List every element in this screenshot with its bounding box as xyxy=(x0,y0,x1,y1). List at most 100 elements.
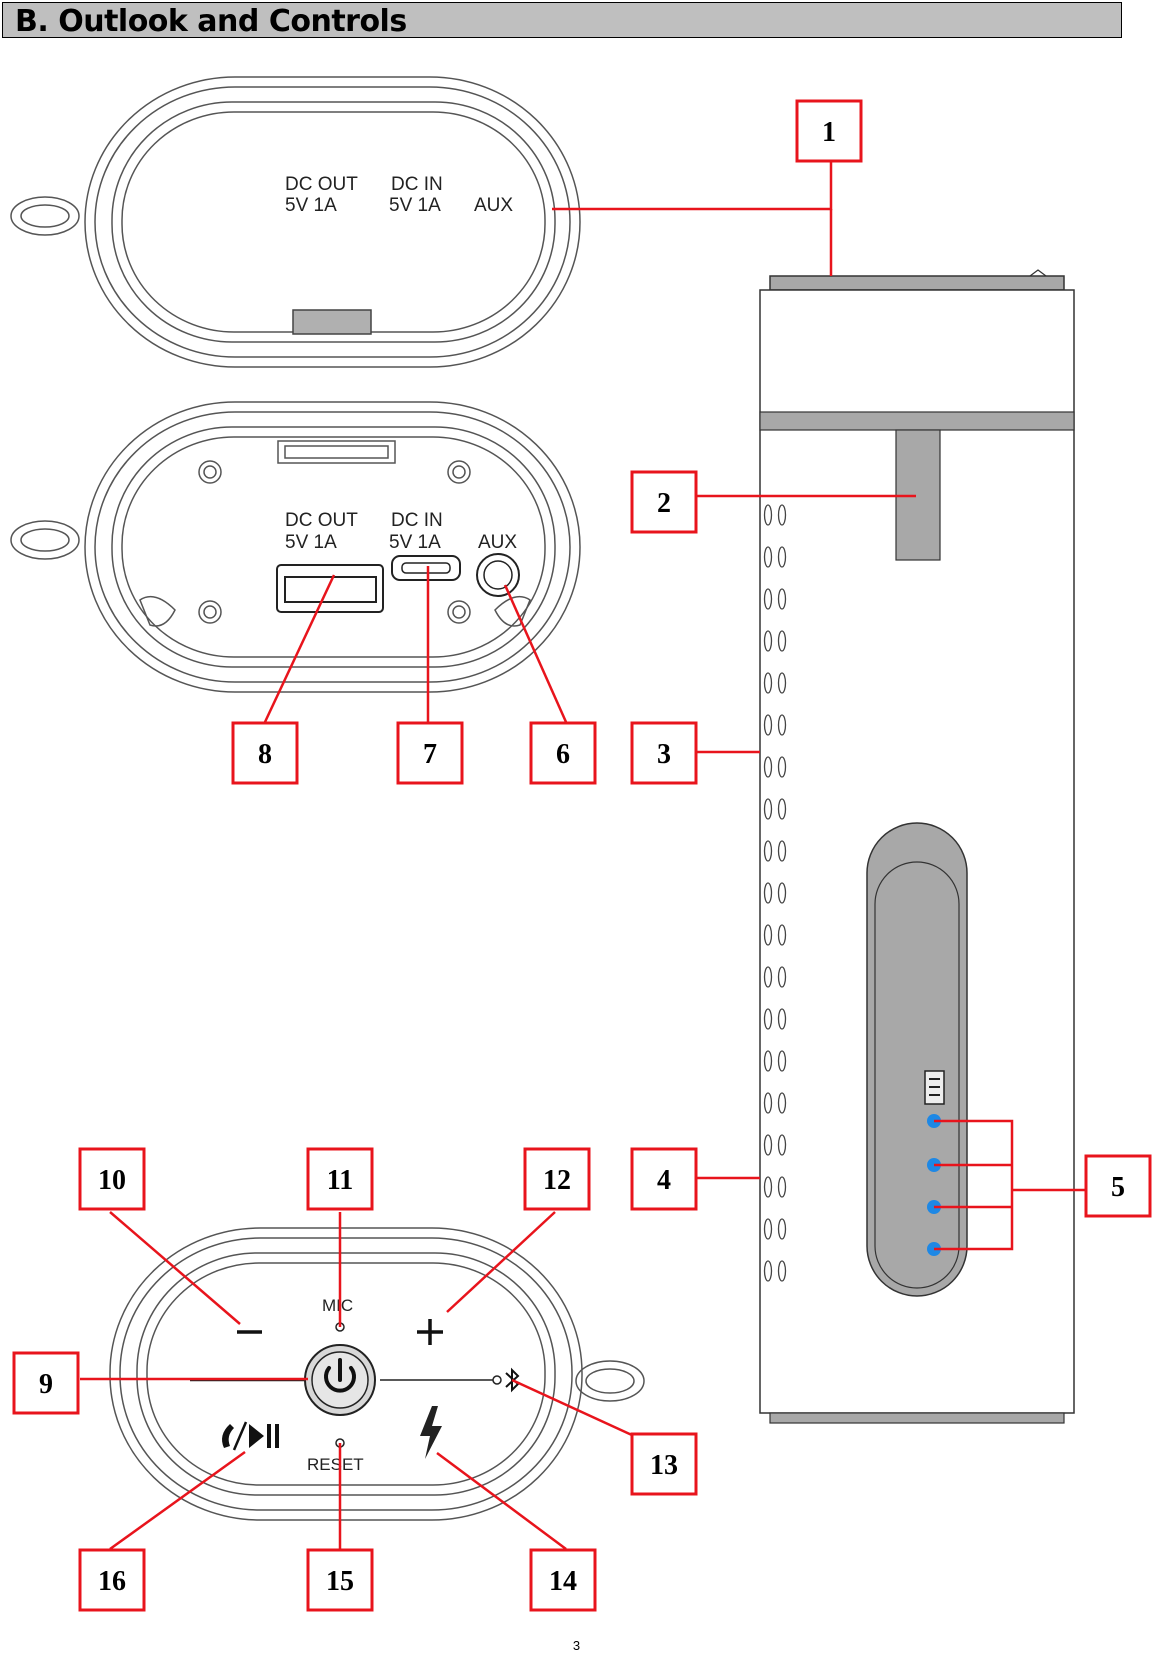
callout-number-3: 3 xyxy=(657,739,671,770)
top-view-closed xyxy=(10,76,581,368)
dc-in-rating-2: 5V 1A xyxy=(389,532,441,553)
callout-number-6: 6 xyxy=(556,739,570,770)
page-number: 3 xyxy=(572,1638,581,1653)
vent-slot xyxy=(763,546,773,568)
callout-box-7 xyxy=(396,721,464,785)
callout-number-7: 7 xyxy=(423,739,437,770)
vent-slot xyxy=(777,714,787,736)
callout-number-9: 9 xyxy=(39,1369,53,1400)
callout-number-5: 5 xyxy=(1111,1172,1125,1203)
vent-slot xyxy=(763,840,773,862)
vent-slot xyxy=(763,672,773,694)
vent-slot xyxy=(777,672,787,694)
section-header: B. Outlook and Controls xyxy=(2,2,1122,39)
vent-slot xyxy=(763,1260,773,1282)
vent-slot xyxy=(763,1092,773,1114)
dc-out-rating: 5V 1A xyxy=(285,195,337,216)
callout-box-4 xyxy=(630,1147,698,1211)
side-view xyxy=(759,269,1075,1424)
bluetooth-icon xyxy=(505,1367,520,1393)
callout-box-10 xyxy=(78,1147,146,1211)
callout-box-1 xyxy=(795,99,863,163)
callout-number-10: 10 xyxy=(98,1165,126,1196)
vent-slot xyxy=(777,1134,787,1156)
dc-out-label-2: DC OUT xyxy=(285,510,358,531)
vent-slot xyxy=(777,1050,787,1072)
control-panel-view xyxy=(109,1227,645,1521)
vent-slot xyxy=(777,1260,787,1282)
vent-slot xyxy=(777,756,787,778)
vent-slot xyxy=(777,840,787,862)
callout-box-8 xyxy=(231,721,299,785)
top-view-closed-labels: DC OUT 5V 1A DC IN 5V 1A AUX xyxy=(285,174,513,216)
dc-in-label-2: DC IN xyxy=(391,510,443,531)
phone-icon xyxy=(222,1424,234,1448)
flash-icon xyxy=(420,1406,442,1459)
vent-slot xyxy=(763,714,773,736)
dc-in-label: DC IN xyxy=(391,174,443,195)
callout-box-6 xyxy=(529,721,597,785)
vent-slot xyxy=(763,504,773,526)
callout-box-13 xyxy=(630,1432,698,1496)
mic-label: MIC xyxy=(322,1296,353,1315)
vent-slot xyxy=(763,1050,773,1072)
vent-slot xyxy=(777,1092,787,1114)
vent-slot xyxy=(763,1008,773,1030)
callout-box-2 xyxy=(630,470,698,534)
vent-slot xyxy=(763,798,773,820)
section-title: B. Outlook and Controls xyxy=(15,4,407,39)
vent-slot xyxy=(763,924,773,946)
dc-out-label: DC OUT xyxy=(285,174,358,195)
callout-number-1: 1 xyxy=(822,117,836,148)
callout-box-14 xyxy=(529,1548,597,1612)
callout-box-15 xyxy=(306,1548,374,1612)
vent-slot xyxy=(777,546,787,568)
power-icon xyxy=(324,1366,356,1393)
callout-box-16 xyxy=(78,1548,146,1612)
vent-slot xyxy=(763,882,773,904)
callout-number-11: 11 xyxy=(327,1165,353,1196)
vent-slot xyxy=(777,630,787,652)
vent-slot xyxy=(777,1008,787,1030)
vent-slot xyxy=(763,1218,773,1240)
vent-slot xyxy=(763,1176,773,1198)
callout-box-3 xyxy=(630,721,698,785)
control-icons: MIC RESET xyxy=(222,1296,520,1474)
callout-box-12 xyxy=(523,1147,591,1211)
callout-box-5 xyxy=(1084,1154,1152,1218)
callout-number-16: 16 xyxy=(98,1566,126,1597)
dc-out-rating-2: 5V 1A xyxy=(285,532,337,553)
dc-in-rating: 5V 1A xyxy=(389,195,441,216)
callout-number-12: 12 xyxy=(543,1165,571,1196)
callout-number-2: 2 xyxy=(657,488,671,519)
callout-box-9 xyxy=(12,1351,80,1415)
vent-slot xyxy=(777,588,787,610)
vent-slot xyxy=(777,966,787,988)
callout-box-11 xyxy=(306,1147,374,1211)
reset-label: RESET xyxy=(307,1455,364,1474)
callout-number-14: 14 xyxy=(549,1566,577,1597)
vent-slot xyxy=(763,588,773,610)
vent-slot xyxy=(777,1218,787,1240)
callout-number-8: 8 xyxy=(258,739,272,770)
aux-label: AUX xyxy=(474,195,513,216)
top-view-open xyxy=(10,401,581,693)
vent-slot xyxy=(763,966,773,988)
vent-slot xyxy=(763,630,773,652)
callout-number-15: 15 xyxy=(326,1566,354,1597)
vent-slot xyxy=(763,756,773,778)
vent-slot xyxy=(777,882,787,904)
vent-slot xyxy=(777,504,787,526)
play-icon xyxy=(249,1424,264,1448)
top-view-open-labels: DC OUT 5V 1A DC IN 5V 1A AUX xyxy=(285,510,517,553)
vent-slot xyxy=(777,798,787,820)
leader-lines xyxy=(80,158,1086,1551)
vent-slot xyxy=(777,924,787,946)
vent-slot xyxy=(777,1176,787,1198)
pause-icon xyxy=(267,1424,271,1448)
vent-slot xyxy=(763,1134,773,1156)
aux-label-2: AUX xyxy=(478,532,517,553)
callout-number-4: 4 xyxy=(657,1165,671,1196)
